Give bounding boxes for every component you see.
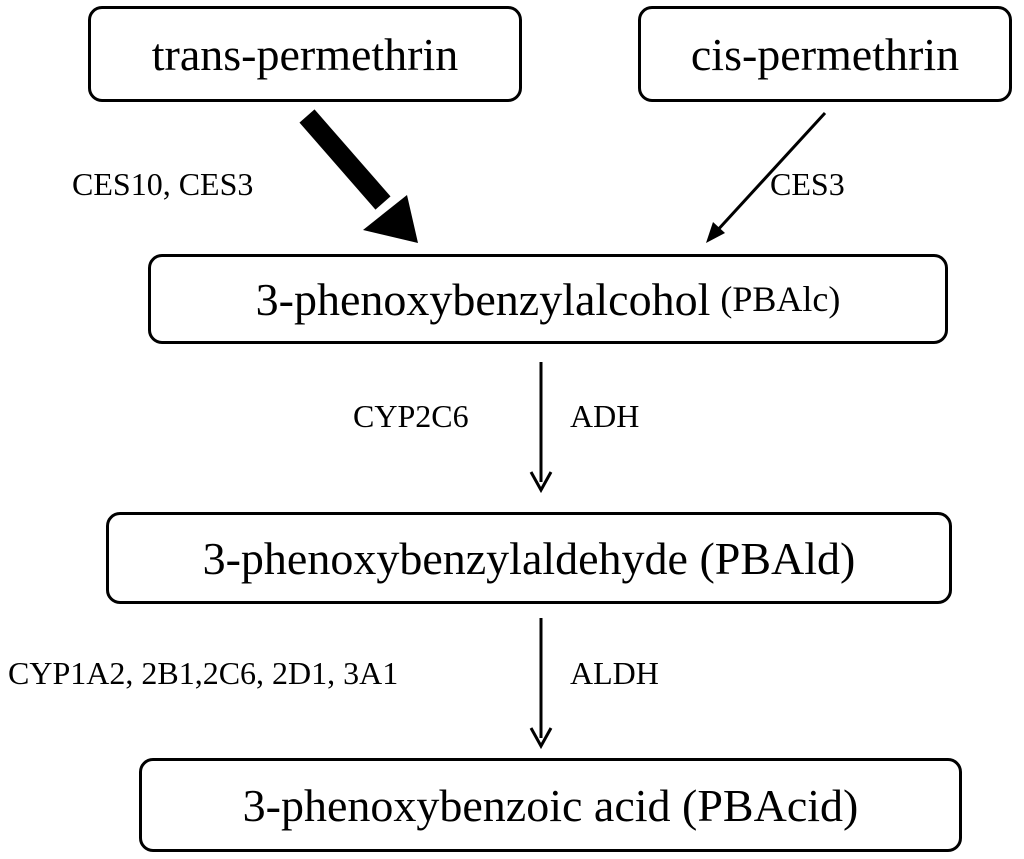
node-pbalc: 3-phenoxybenzylalcohol (PBAlc) (148, 254, 948, 344)
node-trans-permethrin: trans-permethrin (88, 6, 522, 102)
node-pbald: 3-phenoxybenzylaldehyde (PBAld) (106, 512, 952, 604)
arrow-pbald-to-pbacid-head (529, 727, 553, 750)
arrow-trans-to-pbalc-shaft (299, 109, 391, 210)
enzyme-label-pbald-left: CYP1A2, 2B1,2C6, 2D1, 3A1 (8, 655, 399, 691)
enzyme-label-pbalc-right: ADH (570, 398, 640, 434)
arrow-pbalc-to-pbald (529, 362, 553, 494)
arrow-cis-to-pbalc-shaft (713, 111, 827, 235)
node-pbacid: 3-phenoxybenzoic acid (PBAcid) (139, 758, 962, 852)
enzyme-label-pbald-right: ALDH (570, 655, 659, 691)
node-pbalc-abbreviation: (PBAlc) (720, 279, 841, 319)
arrow-pbald-to-pbacid (529, 618, 553, 750)
node-pbacid-label: 3-phenoxybenzoic acid (PBAcid) (242, 779, 859, 831)
arrow-trans-to-pbalc (299, 109, 418, 243)
enzyme-label-pbalc-left: CYP2C6 (353, 398, 469, 434)
arrow-pbalc-to-pbald-head (529, 471, 553, 494)
arrow-cis-to-pbalc-head (706, 222, 725, 243)
node-pbalc-label: 3-phenoxybenzylalcohol (255, 273, 711, 325)
node-pbald-label: 3-phenoxybenzylaldehyde (PBAld) (202, 532, 856, 584)
enzyme-label-trans: CES10, CES3 (72, 166, 254, 202)
enzyme-label-cis: CES3 (770, 166, 845, 202)
node-cis-permethrin: cis-permethrin (638, 6, 1012, 102)
node-trans-permethrin-label: trans-permethrin (151, 28, 459, 80)
arrow-trans-to-pbalc-head (363, 195, 418, 243)
arrow-cis-to-pbalc (706, 111, 827, 243)
node-cis-permethrin-label: cis-permethrin (690, 28, 960, 80)
